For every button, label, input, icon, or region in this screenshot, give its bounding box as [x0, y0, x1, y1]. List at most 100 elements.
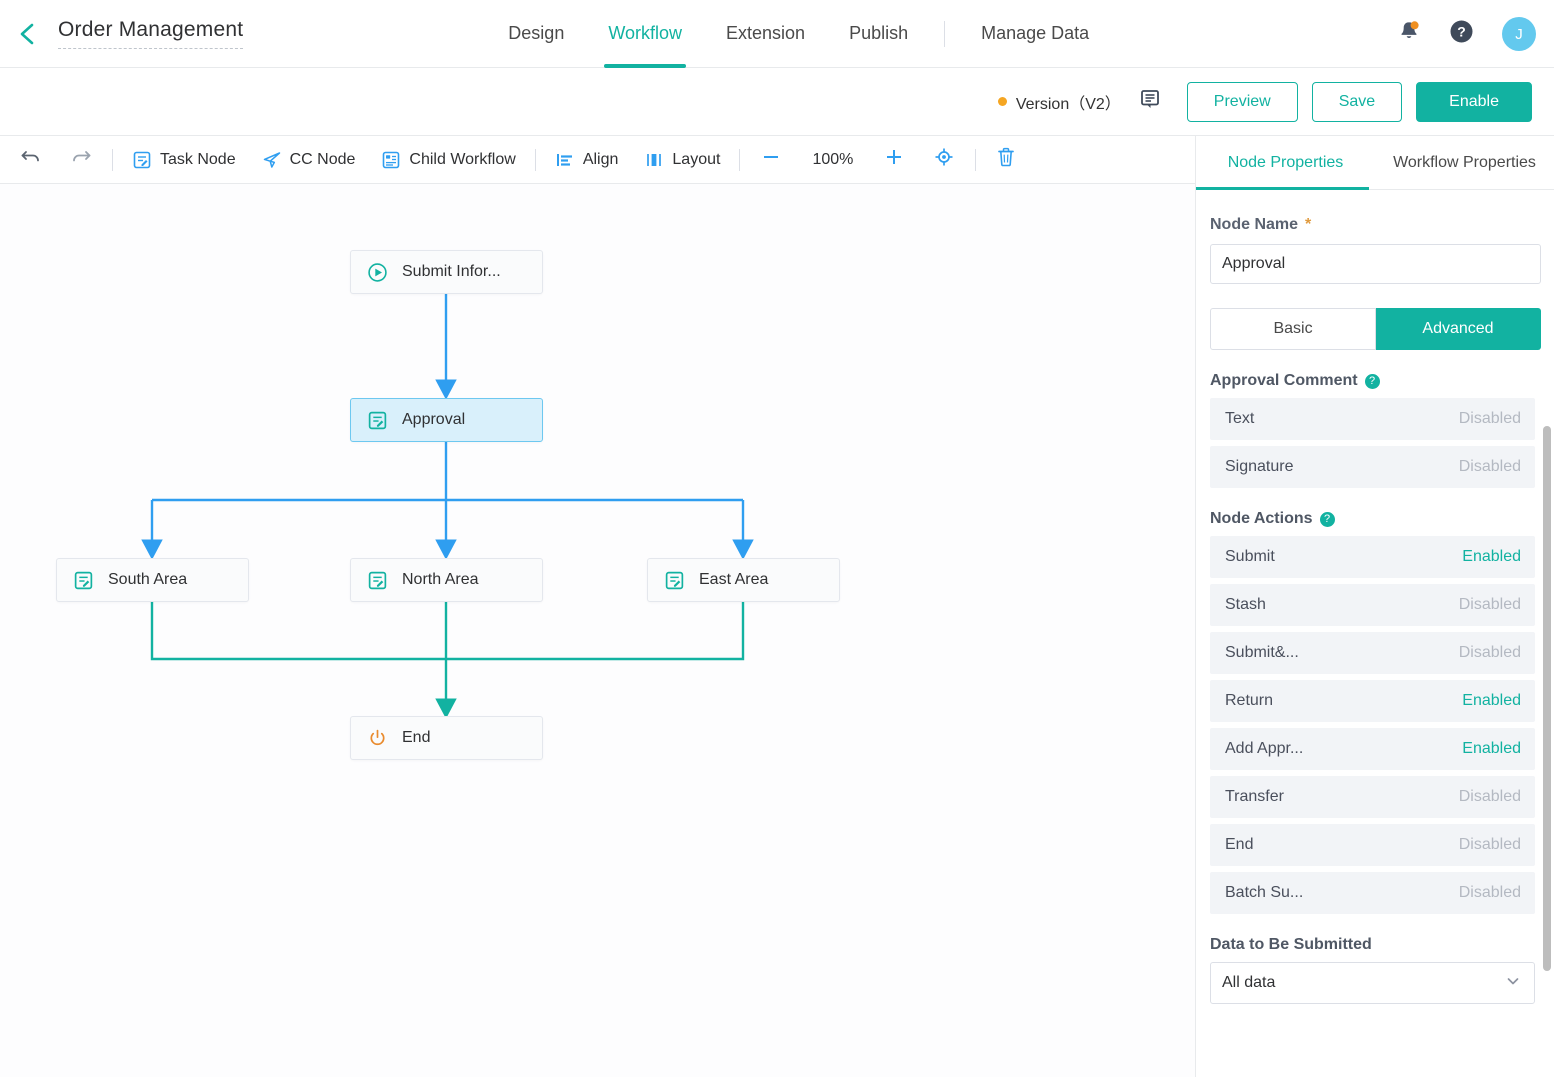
- question-mark-icon[interactable]: ?: [1319, 511, 1335, 527]
- row-label: Submit&...: [1225, 644, 1299, 661]
- row-value: Disabled: [1458, 836, 1521, 853]
- add-child-workflow-button[interactable]: Child Workflow: [368, 140, 528, 180]
- nav-item-workflow[interactable]: Workflow: [586, 0, 704, 68]
- redo-button[interactable]: [56, 140, 106, 180]
- notifications-button[interactable]: [1397, 19, 1421, 49]
- version-label: Version（V2）: [1015, 95, 1121, 113]
- row-label: End: [1225, 836, 1254, 853]
- tab-workflow-properties[interactable]: Workflow Properties: [1393, 153, 1536, 171]
- node-action-row-submit-and[interactable]: Submit&... Disabled: [1210, 632, 1535, 674]
- layout-button[interactable]: Layout: [631, 140, 733, 180]
- save-button[interactable]: Save: [1311, 81, 1403, 122]
- page-title: Order Management: [58, 18, 244, 41]
- back-button[interactable]: [0, 0, 54, 68]
- undo-button[interactable]: [6, 140, 56, 180]
- row-value: Disabled: [1458, 788, 1521, 805]
- fit-to-screen-icon: [933, 146, 955, 173]
- node-label: South Area: [108, 571, 188, 588]
- canvas-toolbar: Task Node CC Node Child Workflow: [0, 136, 1195, 184]
- zoom-in-button[interactable]: [869, 140, 919, 180]
- segment-advanced[interactable]: Advanced: [1376, 308, 1541, 350]
- app-title-editable[interactable]: Order Management: [58, 18, 244, 49]
- workflow-node-north-area[interactable]: North Area: [350, 558, 543, 602]
- row-value: Enabled: [1462, 692, 1521, 709]
- workflow-node-approval[interactable]: Approval: [350, 398, 543, 442]
- version-indicator[interactable]: Version（V2）: [997, 90, 1121, 114]
- zoom-out-button[interactable]: [746, 140, 796, 180]
- zoom-level-label: 100%: [812, 150, 854, 168]
- required-asterisk: *: [1305, 216, 1312, 233]
- row-value: Disabled: [1458, 410, 1521, 427]
- toolbar-divider: [739, 148, 741, 171]
- workflow-node-east-area[interactable]: East Area: [647, 558, 840, 602]
- data-to-be-submitted-title: Data to Be Submitted: [1210, 936, 1540, 954]
- main-nav: Design Workflow Extension Publish Manage…: [486, 0, 1111, 68]
- workflow-node-south-area[interactable]: South Area: [56, 558, 249, 602]
- plus-icon: [883, 147, 905, 172]
- row-value: Enabled: [1462, 740, 1521, 757]
- layout-label: Layout: [672, 150, 721, 168]
- approval-comment-title-text: Approval Comment: [1210, 372, 1358, 389]
- node-action-row-submit[interactable]: Submit Enabled: [1210, 536, 1535, 578]
- task-node-icon: [664, 570, 685, 591]
- row-value: Disabled: [1458, 884, 1521, 901]
- workflow-node-end[interactable]: End: [350, 716, 543, 760]
- task-node-icon: [73, 570, 94, 591]
- row-label: Return: [1225, 692, 1274, 709]
- node-action-row-batch-submit[interactable]: Batch Su... Disabled: [1210, 872, 1535, 914]
- panel-scrollbar[interactable]: [1543, 426, 1551, 971]
- row-label: Add Appr...: [1225, 740, 1304, 757]
- avatar[interactable]: J: [1502, 17, 1536, 51]
- nav-item-manage-data[interactable]: Manage Data: [981, 23, 1090, 43]
- data-to-be-submitted-select[interactable]: All data: [1210, 962, 1535, 1004]
- add-task-node-button[interactable]: Task Node: [119, 140, 249, 180]
- node-label: Submit Infor...: [402, 263, 501, 280]
- enable-button[interactable]: Enable: [1416, 81, 1532, 122]
- tab-node-properties[interactable]: Node Properties: [1196, 136, 1375, 190]
- node-label: East Area: [699, 571, 769, 588]
- version-status-dot: [997, 97, 1007, 106]
- nav-item-design[interactable]: Design: [508, 23, 565, 43]
- power-icon: [367, 728, 388, 749]
- toolbar-divider: [534, 148, 536, 171]
- align-icon: [555, 150, 575, 170]
- node-name-label: Node Name *: [1210, 216, 1540, 234]
- nav-item-extension[interactable]: Extension: [726, 23, 806, 43]
- delete-button[interactable]: [982, 140, 1030, 180]
- align-button[interactable]: Align: [542, 140, 632, 180]
- fit-to-screen-button[interactable]: [919, 140, 969, 180]
- comment-button[interactable]: [1139, 88, 1161, 115]
- title-dashed-underline: [58, 48, 244, 49]
- row-value: Enabled: [1462, 548, 1521, 565]
- preview-button[interactable]: Preview: [1186, 81, 1298, 122]
- node-name-input[interactable]: [1210, 244, 1541, 284]
- node-action-row-end[interactable]: End Disabled: [1210, 824, 1535, 866]
- node-action-row-add-approver[interactable]: Add Appr... Enabled: [1210, 728, 1535, 770]
- approval-comment-row-text[interactable]: Text Disabled: [1210, 398, 1535, 440]
- add-cc-node-button[interactable]: CC Node: [249, 140, 369, 180]
- nav-divider: [944, 20, 946, 47]
- layout-icon: [644, 150, 664, 170]
- comment-icon: [1139, 88, 1161, 115]
- node-action-row-return[interactable]: Return Enabled: [1210, 680, 1535, 722]
- minus-icon: [760, 147, 782, 172]
- node-name-label-text: Node Name: [1210, 216, 1299, 233]
- help-button[interactable]: ?: [1449, 19, 1474, 49]
- node-action-row-stash[interactable]: Stash Disabled: [1210, 584, 1535, 626]
- task-node-icon: [367, 410, 388, 431]
- child-workflow-icon: [381, 150, 401, 170]
- question-mark-icon[interactable]: ?: [1364, 373, 1380, 389]
- approval-comment-row-signature[interactable]: Signature Disabled: [1210, 446, 1535, 488]
- workflow-canvas[interactable]: Submit Infor... Approval: [0, 184, 1195, 1077]
- segment-basic[interactable]: Basic: [1210, 308, 1376, 350]
- node-action-row-transfer[interactable]: Transfer Disabled: [1210, 776, 1535, 818]
- row-value: Disabled: [1458, 596, 1521, 613]
- nav-item-publish[interactable]: Publish: [849, 23, 909, 43]
- row-label: Signature: [1225, 458, 1294, 475]
- workflow-node-submit-information[interactable]: Submit Infor...: [350, 250, 543, 294]
- row-label: Text: [1225, 410, 1255, 427]
- row-label: Batch Su...: [1225, 884, 1304, 901]
- cc-node-icon: [262, 150, 282, 170]
- redo-icon: [70, 147, 92, 172]
